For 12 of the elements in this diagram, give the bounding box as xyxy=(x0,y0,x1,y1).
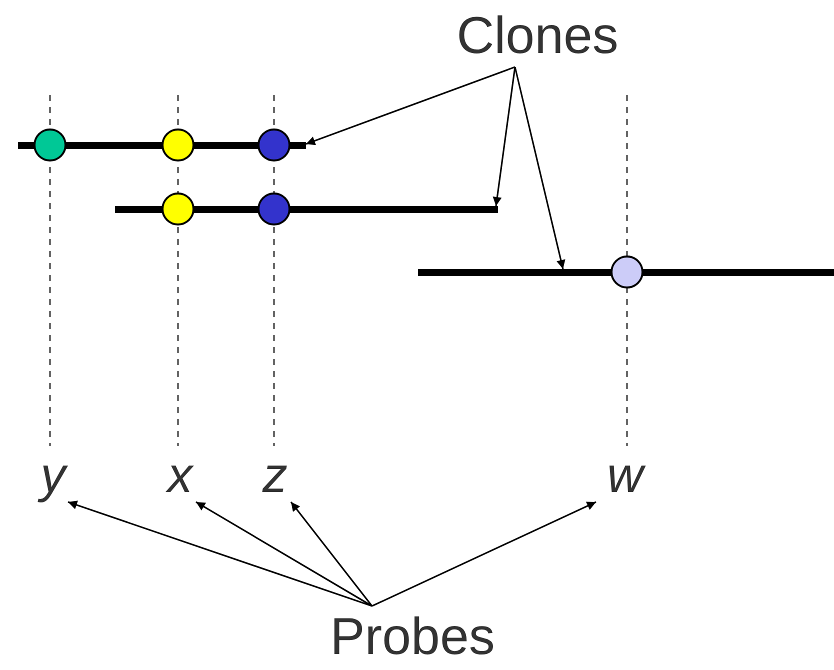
arrow xyxy=(290,502,373,606)
probe-label: z xyxy=(262,450,288,500)
title-label: Probes xyxy=(330,607,495,667)
arrow xyxy=(492,66,516,206)
probe-label: x xyxy=(168,450,192,500)
arrow xyxy=(196,501,372,607)
arrow xyxy=(68,500,372,607)
arrow xyxy=(514,66,566,270)
arrow xyxy=(372,501,596,607)
title-label: Clones xyxy=(456,6,618,66)
probe-label: w xyxy=(606,450,644,500)
arrow xyxy=(306,66,516,146)
